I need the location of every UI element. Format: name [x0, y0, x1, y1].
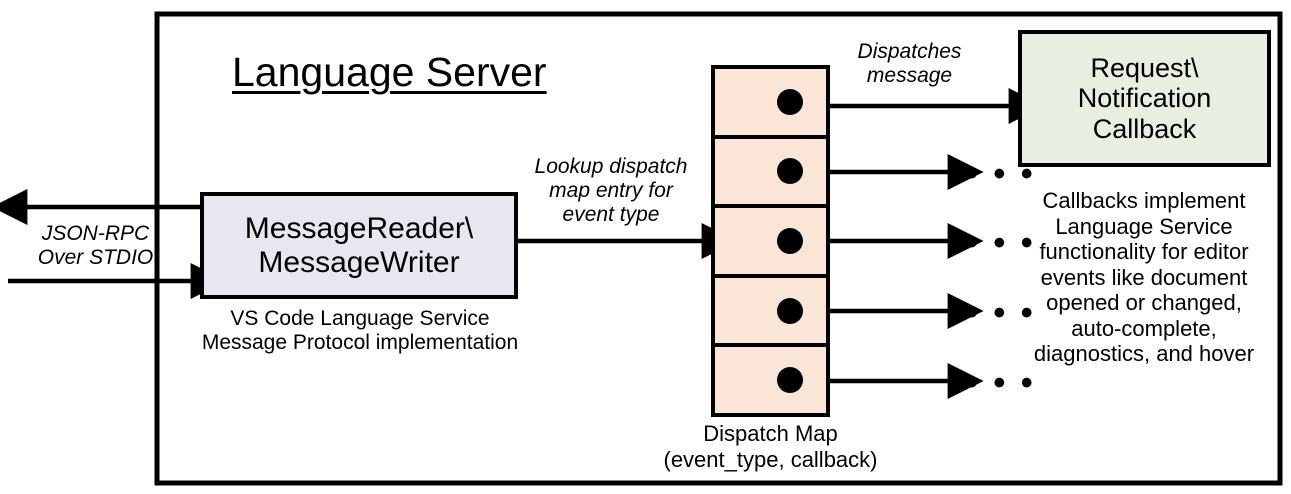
dispatch-map-table[interactable] [711, 65, 830, 417]
page-title: Language Server [232, 49, 547, 95]
dispatch-map-caption: Dispatch Map (event_type, callback) [663, 421, 878, 472]
message-reader-writer-caption: VS Code Language Service Message Protoco… [201, 307, 519, 355]
dispatch-map-entry-4[interactable] [715, 278, 826, 348]
message-reader-writer-node[interactable]: MessageReader\ MessageWriter [200, 192, 518, 299]
dot-icon [777, 158, 803, 185]
lookup-dispatch-label: Lookup dispatch map entry for event type [534, 155, 688, 226]
dispatches-message-label: Dispatches message [857, 40, 962, 87]
dot-icon [777, 227, 803, 254]
dispatch-map-entry-2[interactable] [715, 139, 826, 209]
ellipsis-row-5: • • • [966, 364, 1036, 402]
dispatch-map-entry-1[interactable] [715, 69, 826, 139]
ellipsis-row-4: • • • [966, 294, 1036, 332]
callback-description-caption: Callbacks implement Language Service fun… [1033, 188, 1255, 367]
request-notification-callback-node[interactable]: Request\ Notification Callback [1018, 30, 1271, 167]
dot-icon [777, 88, 803, 115]
ellipsis-row-2: • • • [966, 155, 1036, 193]
dot-icon [777, 367, 803, 394]
ellipsis-row-3: • • • [966, 224, 1036, 262]
dot-icon [777, 297, 803, 324]
jsonrpc-stdio-label: JSON-RPC Over STDIO [37, 222, 154, 269]
language-server-frame [154, 11, 1283, 486]
dispatch-map-entry-5[interactable] [715, 347, 826, 413]
dispatch-map-entry-3[interactable] [715, 208, 826, 278]
